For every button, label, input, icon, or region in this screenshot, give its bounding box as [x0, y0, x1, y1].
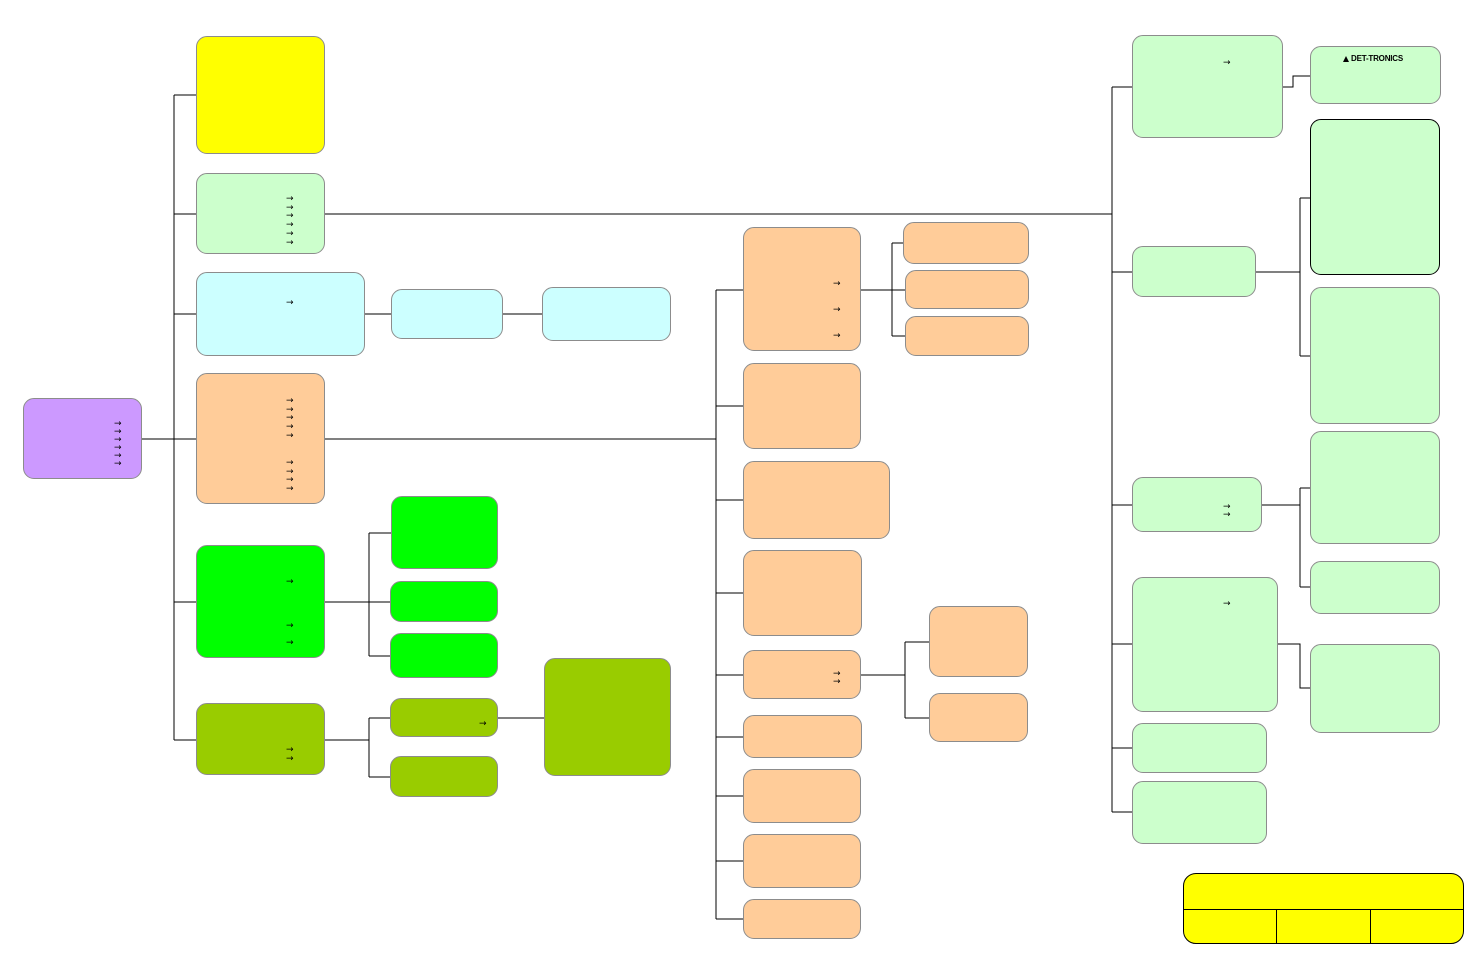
right-arrow-icon: → — [286, 754, 294, 764]
bright-green-node-2 — [391, 496, 498, 569]
peach-child-1 — [743, 227, 861, 351]
olive-node — [196, 703, 325, 775]
right-arrow-icon: → — [286, 422, 294, 432]
title-block-cell — [1277, 910, 1371, 943]
right-grandchild-5 — [1310, 644, 1440, 733]
right-arrow-icon: → — [286, 229, 294, 239]
right-arrow-icon: → — [114, 451, 122, 461]
root-node — [23, 398, 142, 479]
peach-child-6 — [743, 715, 862, 758]
right-arrow-icon: → — [1223, 58, 1231, 68]
yellow-node — [196, 36, 325, 154]
right-arrow-icon: → — [286, 431, 294, 441]
triangle-logo-icon — [1343, 56, 1349, 62]
right-arrow-icon: → — [286, 405, 294, 415]
peach-node — [196, 373, 325, 504]
title-block-cell — [1184, 910, 1278, 943]
right-node-3 — [1132, 477, 1262, 532]
bright-green-node-3 — [390, 581, 498, 622]
right-arrow-icon: → — [286, 211, 294, 221]
right-arrow-icon: → — [114, 459, 122, 469]
right-arrow-icon: → — [833, 669, 841, 679]
right-node-4 — [1132, 577, 1278, 712]
olive-node-3 — [390, 756, 498, 797]
right-arrow-icon: → — [286, 220, 294, 230]
right-node-2 — [1132, 246, 1256, 297]
logo-text: DET-TRONICS — [1351, 54, 1404, 63]
title-block-header — [1184, 874, 1463, 910]
right-arrow-icon: → — [1223, 502, 1231, 512]
right-arrow-icon: → — [286, 194, 294, 204]
right-arrow-icon: → — [286, 484, 294, 494]
right-arrow-icon: → — [479, 719, 487, 729]
right-arrow-icon: → — [286, 298, 294, 308]
right-arrow-icon: → — [286, 238, 294, 248]
right-arrow-icon: → — [286, 467, 294, 477]
right-arrow-icon: → — [286, 745, 294, 755]
peach-child-3 — [743, 461, 890, 539]
peach-grandchild-3 — [905, 316, 1029, 356]
light-green-node — [196, 173, 325, 254]
right-arrow-icon: → — [286, 396, 294, 406]
right-arrow-icon: → — [114, 443, 122, 453]
cyan-node — [196, 272, 365, 356]
right-arrow-icon: → — [833, 677, 841, 687]
olive-node-2 — [390, 698, 498, 737]
right-grandchild-4 — [1310, 561, 1440, 614]
peach-grandchild-4 — [929, 606, 1028, 677]
right-arrow-icon: → — [1223, 510, 1231, 520]
right-node-5 — [1132, 723, 1267, 773]
peach-child-8 — [743, 834, 861, 888]
logo-node — [1310, 46, 1441, 104]
peach-child-9 — [743, 899, 861, 939]
right-grandchild-3 — [1310, 431, 1440, 544]
cyan-node-3 — [542, 287, 671, 341]
right-grandchild-1 — [1310, 119, 1440, 275]
peach-grandchild-2 — [905, 270, 1029, 309]
right-arrow-icon: → — [286, 475, 294, 485]
title-block-cell — [1371, 910, 1463, 943]
right-grandchild-2 — [1310, 287, 1440, 424]
bright-green-node — [196, 545, 325, 658]
right-arrow-icon: → — [286, 621, 294, 631]
title-block — [1183, 873, 1464, 944]
peach-child-4 — [743, 550, 862, 636]
right-arrow-icon: → — [286, 203, 294, 213]
peach-child-5 — [743, 650, 861, 699]
right-arrow-icon: → — [833, 305, 841, 315]
right-node-1 — [1132, 35, 1283, 138]
peach-child-2 — [743, 363, 861, 449]
det-tronics-logo: DET-TRONICS — [1343, 54, 1403, 63]
right-arrow-icon: → — [286, 638, 294, 648]
title-block-row — [1184, 910, 1463, 943]
right-arrow-icon: → — [1223, 599, 1231, 609]
right-node-6 — [1132, 781, 1267, 844]
right-arrow-icon: → — [833, 331, 841, 341]
right-arrow-icon: → — [286, 577, 294, 587]
olive-node-4 — [544, 658, 671, 776]
peach-grandchild-1 — [903, 222, 1029, 264]
peach-grandchild-5 — [929, 693, 1028, 742]
peach-child-7 — [743, 769, 861, 823]
right-arrow-icon: → — [114, 419, 122, 429]
right-arrow-icon: → — [833, 279, 841, 289]
right-arrow-icon: → — [114, 435, 122, 445]
right-arrow-icon: → — [286, 458, 294, 468]
right-arrow-icon: → — [114, 427, 122, 437]
right-arrow-icon: → — [286, 413, 294, 423]
bright-green-node-4 — [390, 633, 498, 678]
cyan-node-2 — [391, 289, 503, 339]
